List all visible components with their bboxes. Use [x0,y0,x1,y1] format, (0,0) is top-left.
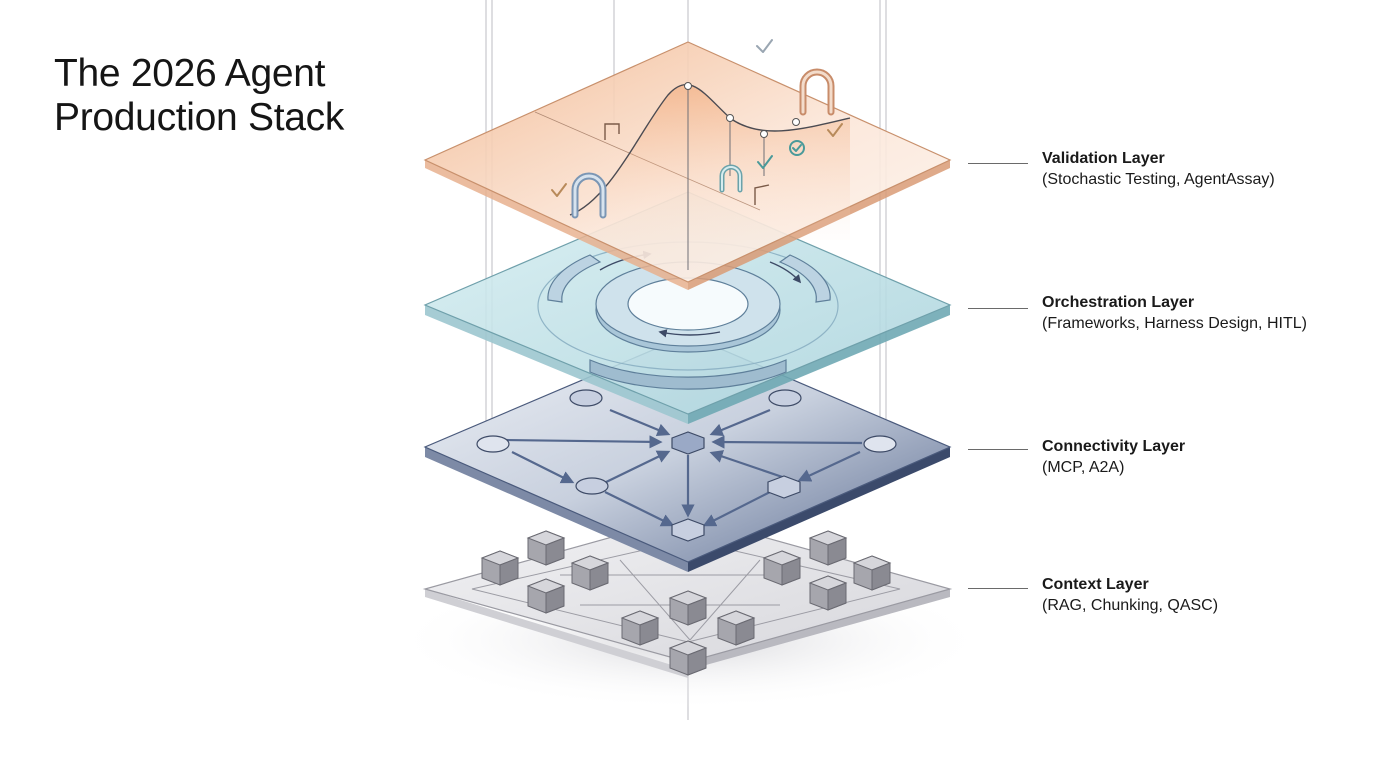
orchestration-rings [537,241,839,390]
validation-layer-label: Validation Layer (Stochastic Testing, Ag… [1042,148,1275,190]
validation-layer-description: (Stochastic Testing, AgentAssay) [1042,171,1275,188]
orchestration-leader-line [968,308,1028,309]
connectivity-layer-description: (MCP, A2A) [1042,459,1125,476]
validation-layer-name: Validation Layer [1042,150,1165,167]
connectivity-leader-line [968,449,1028,450]
orchestration-layer-label: Orchestration Layer (Frameworks, Harness… [1042,292,1307,334]
validation-distribution-curve [569,82,851,270]
validation-leader-line [968,163,1028,164]
validation-flag-markers [604,123,770,205]
connectivity-layer-label: Connectivity Layer (MCP, A2A) [1042,436,1185,478]
orchestration-layer-name: Orchestration Layer [1042,294,1195,311]
context-layer-name: Context Layer [1042,576,1149,593]
context-layer-description: (RAG, Chunking, QASC) [1042,597,1219,614]
connectivity-nodes [476,389,897,542]
connectivity-layer-name: Connectivity Layer [1042,438,1186,455]
diagram-title: The 2026 Agent Production Stack [54,52,344,140]
title-line-1: The 2026 Agent [54,52,326,95]
validation-gates [571,68,835,219]
title-line-2: Production Stack [54,96,345,139]
context-cubes [480,530,892,676]
context-leader-line [968,588,1028,589]
validation-checkmarks [551,39,843,197]
orchestration-layer-description: (Frameworks, Harness Design, HITL) [1042,315,1307,332]
context-layer-label: Context Layer (RAG, Chunking, QASC) [1042,574,1218,616]
